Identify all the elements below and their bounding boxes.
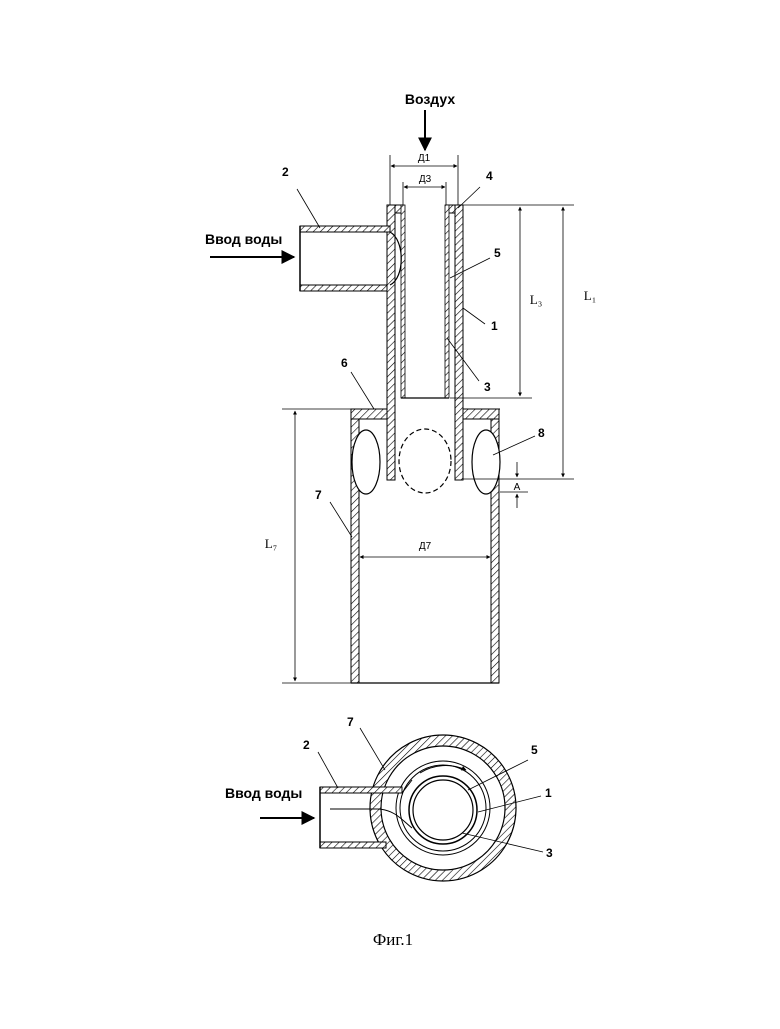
part-6-label: 6: [341, 356, 348, 370]
dimension-l7: L₇: [265, 536, 277, 551]
opening-8-left: [352, 430, 380, 494]
plan-view: Ввод воды 2 7 5 1 3: [225, 715, 553, 881]
plan-part-1-label: 1: [545, 786, 552, 800]
dimension-l3: L₃: [530, 292, 542, 307]
plan-swirl-arrow: [420, 766, 466, 773]
inlet-pipe-2-top-wall: [300, 226, 390, 232]
tube-3-right-wall: [445, 205, 449, 398]
plan-part-5-label: 5: [531, 743, 538, 757]
opening-8-right: [472, 430, 500, 494]
dimension-d7: Д7: [419, 541, 432, 552]
part-3-label: 3: [484, 380, 491, 394]
inlet-pipe-2-bottom-wall: [300, 285, 387, 291]
tube-1-left-wall: [387, 205, 395, 480]
air-label: Воздух: [405, 91, 455, 107]
plan-inlet-bottom-wall: [320, 842, 386, 848]
dimension-a: A: [514, 482, 521, 493]
plan-part-3-label: 3: [546, 846, 553, 860]
opening-hidden: [399, 429, 451, 493]
dimension-l1: L₁: [584, 288, 596, 303]
figure-caption: Фиг.1: [373, 930, 413, 949]
plan-part-2-label: 2: [303, 738, 310, 752]
dimension-d3: Д3: [419, 174, 432, 185]
lid-6-right: [463, 409, 499, 419]
dimension-d1: Д1: [418, 153, 431, 164]
part-7-label: 7: [315, 488, 322, 502]
tube-1-right-wall: [455, 205, 463, 480]
part-5-label: 5: [494, 246, 501, 260]
plan-water-inlet-label: Ввод воды: [225, 785, 302, 801]
tube-3-left-wall: [401, 205, 405, 398]
plan-inlet-top-wall: [320, 787, 402, 793]
lid-6-left: [351, 409, 387, 419]
part-8-label: 8: [538, 426, 545, 440]
side-section-view: Воздух Д1 Д3 Ввод воды: [205, 91, 596, 683]
plan-part-7-label: 7: [347, 715, 354, 729]
part-2-label: 2: [282, 165, 289, 179]
part-4-label: 4: [486, 169, 493, 183]
water-inlet-label: Ввод воды: [205, 231, 282, 247]
part-1-label: 1: [491, 319, 498, 333]
